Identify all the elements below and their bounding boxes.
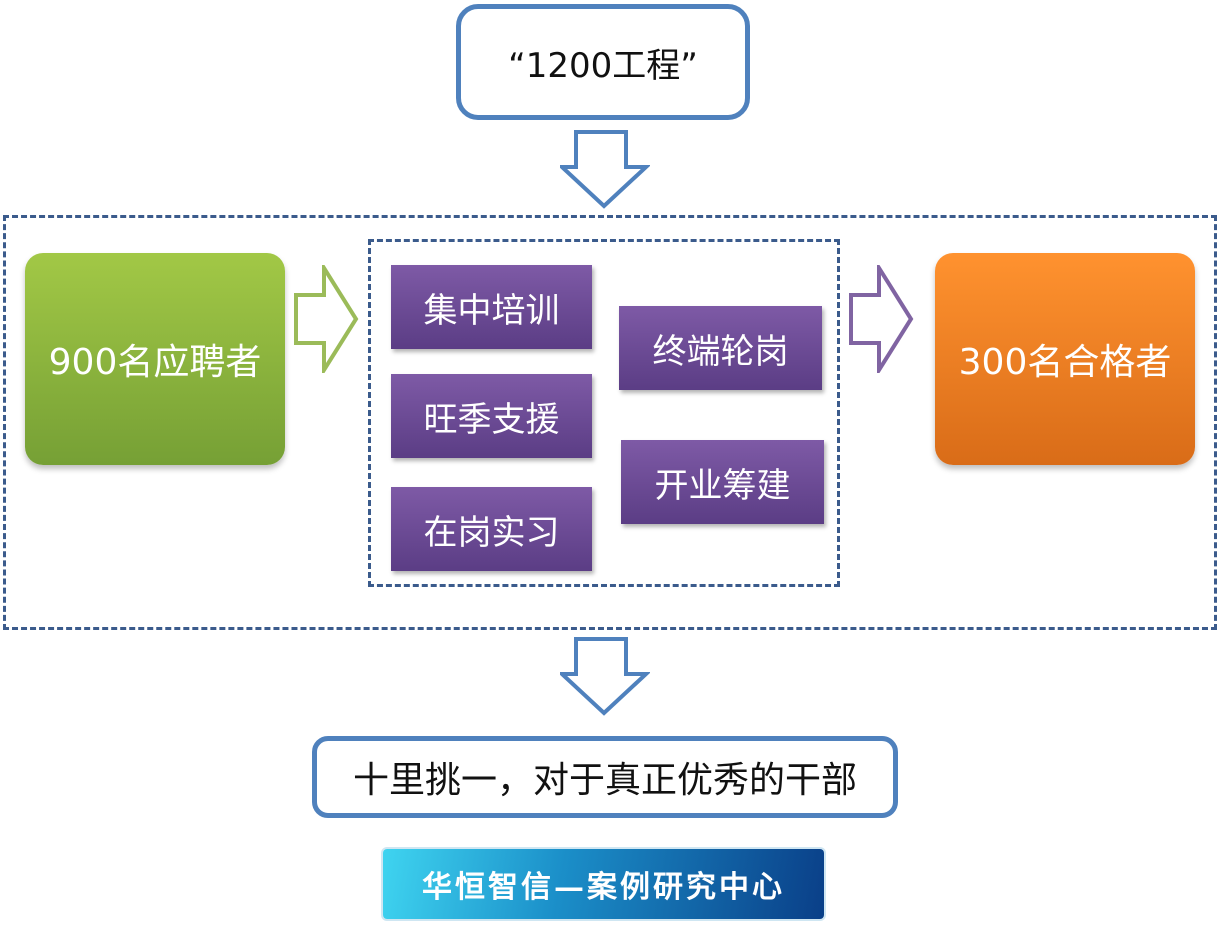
down-arrow-icon bbox=[560, 637, 650, 716]
program-title: “1200工程” bbox=[508, 45, 698, 86]
right-arrow-icon bbox=[849, 265, 914, 373]
activity-centralized-training: 集中培训 bbox=[391, 265, 592, 349]
activity-on-job-internship: 在岗实习 bbox=[391, 487, 592, 571]
right-arrow-icon bbox=[294, 265, 359, 373]
activity-terminal-rotation: 终端轮岗 bbox=[619, 306, 822, 390]
down-arrow-icon bbox=[560, 130, 650, 209]
qualified-box: 300名合格者 bbox=[935, 253, 1195, 465]
conclusion-box: 十里挑一，对于真正优秀的干部 bbox=[312, 736, 898, 818]
process-container bbox=[3, 215, 1217, 630]
activity-peak-season-support: 旺季支援 bbox=[391, 374, 592, 458]
activity-label: 在岗实习 bbox=[423, 512, 560, 553]
applicants-label: 900名应聘者 bbox=[48, 342, 262, 383]
program-title-box: “1200工程” bbox=[456, 4, 750, 120]
activity-label: 终端轮岗 bbox=[652, 331, 789, 372]
conclusion-text: 十里挑一，对于真正优秀的干部 bbox=[352, 760, 857, 801]
footer-badge: 华恒智信—案例研究中心 bbox=[383, 849, 824, 919]
activities-container bbox=[368, 239, 840, 587]
applicants-box: 900名应聘者 bbox=[25, 253, 285, 465]
qualified-label: 300名合格者 bbox=[958, 342, 1172, 383]
activity-opening-preparation: 开业筹建 bbox=[621, 440, 824, 524]
activity-label: 旺季支援 bbox=[423, 399, 560, 440]
activity-label: 开业筹建 bbox=[654, 465, 791, 506]
footer-text: 华恒智信—案例研究中心 bbox=[422, 870, 785, 905]
activity-label: 集中培训 bbox=[423, 290, 560, 331]
